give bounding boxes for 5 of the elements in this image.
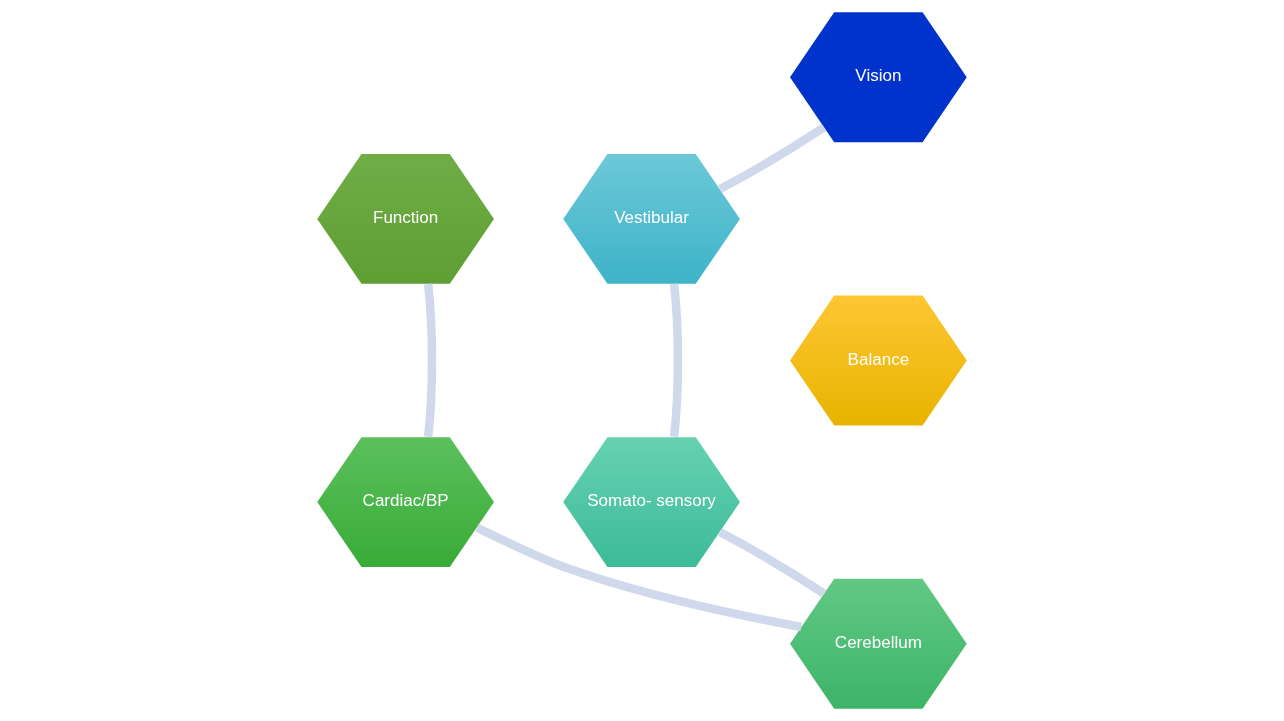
connector bbox=[718, 528, 827, 598]
connector bbox=[423, 283, 437, 438]
connector bbox=[475, 523, 802, 632]
connector bbox=[718, 123, 827, 193]
connector bbox=[669, 283, 683, 438]
